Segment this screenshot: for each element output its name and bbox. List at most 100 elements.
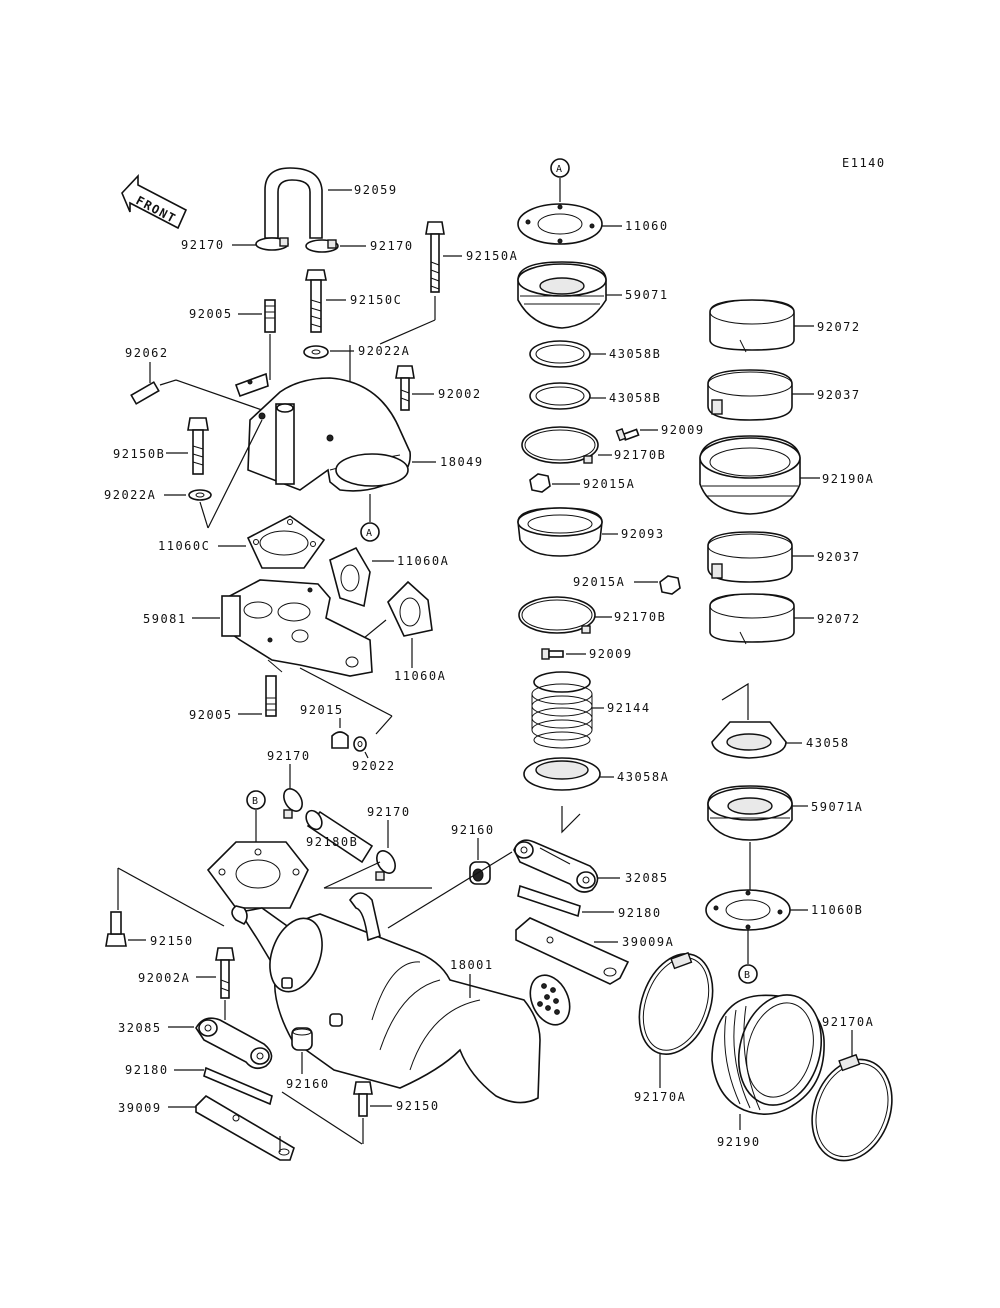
label-92150c: 92150C <box>350 293 402 307</box>
bolt-92150b <box>187 417 209 475</box>
ring-92093 <box>517 507 603 557</box>
label-92170-right: 92170 <box>370 239 414 253</box>
label-11060a-lower: 11060A <box>394 669 446 683</box>
label-18049: 18049 <box>440 455 484 469</box>
band-92072-bottom <box>709 593 795 645</box>
label-39009a: 39009A <box>622 935 674 949</box>
label-18001: 18001 <box>450 958 494 972</box>
plate-92180-bottom <box>203 1066 273 1106</box>
clamp-92170-mid <box>283 788 303 819</box>
label-92005-top: 92005 <box>189 307 233 321</box>
clamp-92170-right <box>305 239 339 253</box>
label-92150-bottom: 92150 <box>396 1099 440 1113</box>
bolt-92150a <box>425 221 445 293</box>
clamp-92170-mid2 <box>375 850 396 881</box>
elbow-18049 <box>234 372 412 492</box>
spring-92144 <box>531 671 593 749</box>
housing-59071 <box>517 261 607 329</box>
seal-43058 <box>711 721 787 759</box>
seal-43058a <box>523 757 601 791</box>
fitting-92005-top <box>264 299 276 333</box>
clamp-92170-left <box>255 237 289 251</box>
washer-92022a-top <box>303 345 329 359</box>
label-92002: 92002 <box>438 387 482 401</box>
label-92144: 92144 <box>607 701 651 715</box>
plate-92180-top <box>517 884 581 918</box>
clamp-92170a-right <box>811 1053 893 1162</box>
ref-mark-b-left <box>246 790 266 810</box>
label-92093: 92093 <box>621 527 665 541</box>
label-92170-left: 92170 <box>181 238 225 252</box>
housing-59071a <box>707 785 793 841</box>
clamp-92037-bottom <box>707 531 793 583</box>
label-59071a: 59071A <box>811 800 863 814</box>
label-92150b: 92150B <box>113 447 165 461</box>
plate-39009 <box>195 1094 295 1161</box>
label-92160-top: 92160 <box>451 823 495 837</box>
clamp-92170b-lower <box>518 596 596 634</box>
label-92022a-mid: 92022A <box>104 488 156 502</box>
label-92072-bottom: 92072 <box>817 612 861 626</box>
ref-mark-a-lower <box>360 522 380 542</box>
ref-mark-a-top <box>550 158 570 178</box>
bracket-32085-bottom <box>195 1017 273 1070</box>
label-92150a: 92150A <box>466 249 518 263</box>
label-11060b: 11060B <box>811 903 863 917</box>
muffler-18001 <box>231 892 571 1104</box>
gasket-11060 <box>517 203 603 245</box>
label-92059: 92059 <box>354 183 398 197</box>
label-92062: 92062 <box>125 346 169 360</box>
label-92009-bottom: 92009 <box>589 647 633 661</box>
bolt-92002 <box>395 365 415 411</box>
label-59071: 59071 <box>625 288 669 302</box>
bolt-92150-bottom <box>353 1081 373 1117</box>
label-92037-bottom: 92037 <box>817 550 861 564</box>
label-92037-top: 92037 <box>817 388 861 402</box>
label-92180b: 92180B <box>306 835 358 849</box>
label-92180-bottom: 92180 <box>125 1063 169 1077</box>
label-92190a: 92190A <box>822 472 874 486</box>
nut-92015a-lower <box>659 575 681 595</box>
label-92170a-left: 92170A <box>634 1090 686 1104</box>
label-92180-top: 92180 <box>618 906 662 920</box>
front-arrow: FRONT <box>121 173 188 230</box>
flange-plate <box>206 841 309 909</box>
gasket-11060a-upper <box>329 546 371 608</box>
bracket-32085-top <box>513 839 599 893</box>
seal-43058b-lower <box>529 382 591 410</box>
label-59081: 59081 <box>143 612 187 626</box>
plug-92062 <box>130 381 160 405</box>
label-92022a-top: 92022A <box>358 344 410 358</box>
ref-b-left-text: B <box>252 796 260 807</box>
ref-a-lower-text: A <box>366 528 374 539</box>
washer-92022a-mid <box>188 489 212 501</box>
hose-92180b <box>305 809 374 864</box>
label-11060a-upper: 11060A <box>397 554 449 568</box>
bolt-92002a <box>215 947 235 999</box>
gasket-11060b <box>705 889 791 931</box>
clamp-92037-top <box>707 369 793 421</box>
label-92015a-lower: 92015A <box>573 575 625 589</box>
label-92009-top: 92009 <box>661 423 705 437</box>
label-32085-top: 32085 <box>625 871 669 885</box>
screw-92009-bottom <box>541 648 564 660</box>
cap-nut-92015 <box>331 731 349 749</box>
fitting-92005-bottom <box>265 675 277 717</box>
label-92072-top: 92072 <box>817 320 861 334</box>
label-92160-bottom: 92160 <box>286 1077 330 1091</box>
clamp-92170b-upper <box>521 426 599 464</box>
label-11060c: 11060C <box>158 539 210 553</box>
ref-mark-b-right <box>738 964 758 984</box>
label-92015a-upper: 92015A <box>583 477 635 491</box>
clamp-92170a-left <box>638 951 714 1056</box>
label-92002a: 92002A <box>138 971 190 985</box>
manifold-59081 <box>221 579 373 677</box>
label-43058a: 43058A <box>617 770 669 784</box>
label-92170b-upper: 92170B <box>614 448 666 462</box>
label-92170a-right: 92170A <box>822 1015 874 1029</box>
screw-92009-top <box>615 428 640 442</box>
plate-39009a <box>515 917 630 985</box>
label-43058: 43058 <box>806 736 850 750</box>
label-43058b-lower: 43058B <box>609 391 661 405</box>
